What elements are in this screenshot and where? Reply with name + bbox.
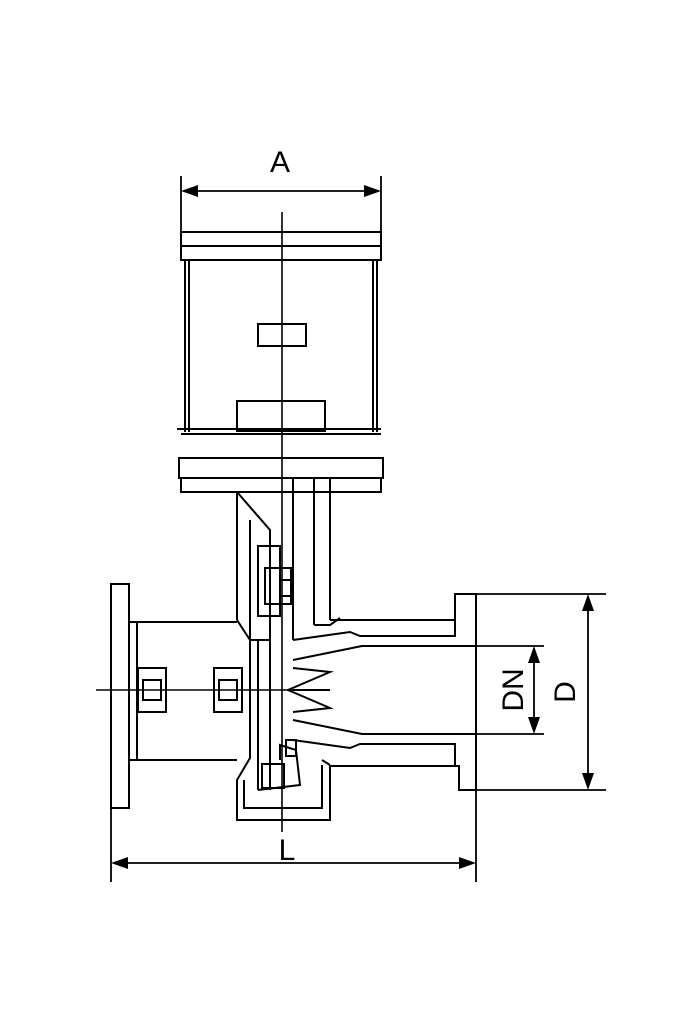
actuator — [177, 231, 384, 493]
gate-pin-lower — [285, 739, 297, 757]
gate-clamp-upper — [264, 567, 292, 605]
gate-body — [236, 545, 331, 821]
dimension-label-dn: DN — [497, 668, 530, 711]
flange-plate — [110, 583, 130, 809]
dimension-label-l: L — [279, 834, 296, 867]
mounting-flange-lower — [180, 477, 382, 493]
arrowhead-up — [528, 646, 540, 663]
arrowhead-up — [582, 594, 594, 611]
mounting-flange — [178, 457, 384, 479]
dimension-dn: DN — [476, 645, 544, 735]
dimension-a: A — [180, 146, 382, 260]
dimension-label-d: D — [549, 681, 582, 703]
centerlines — [96, 212, 300, 832]
dimension-l: L — [110, 790, 477, 882]
arrowhead-down — [582, 773, 594, 790]
gate-block-lower — [261, 763, 285, 789]
outlet-body — [285, 593, 477, 791]
actuator-top-cap-lower — [180, 245, 382, 261]
arrowhead-left — [111, 857, 128, 869]
gate-pin-upper — [279, 579, 293, 597]
actuator-top-cap — [180, 231, 382, 247]
arrowhead-left — [181, 185, 198, 197]
dimension-label-a: A — [270, 146, 290, 179]
bonnet — [236, 478, 331, 640]
arrowhead-right — [459, 857, 476, 869]
inlet-flange — [110, 583, 243, 809]
piston-block — [236, 400, 326, 432]
dimension-d: D — [476, 593, 606, 791]
arrowhead-right — [364, 185, 381, 197]
arrowhead-down — [528, 717, 540, 734]
